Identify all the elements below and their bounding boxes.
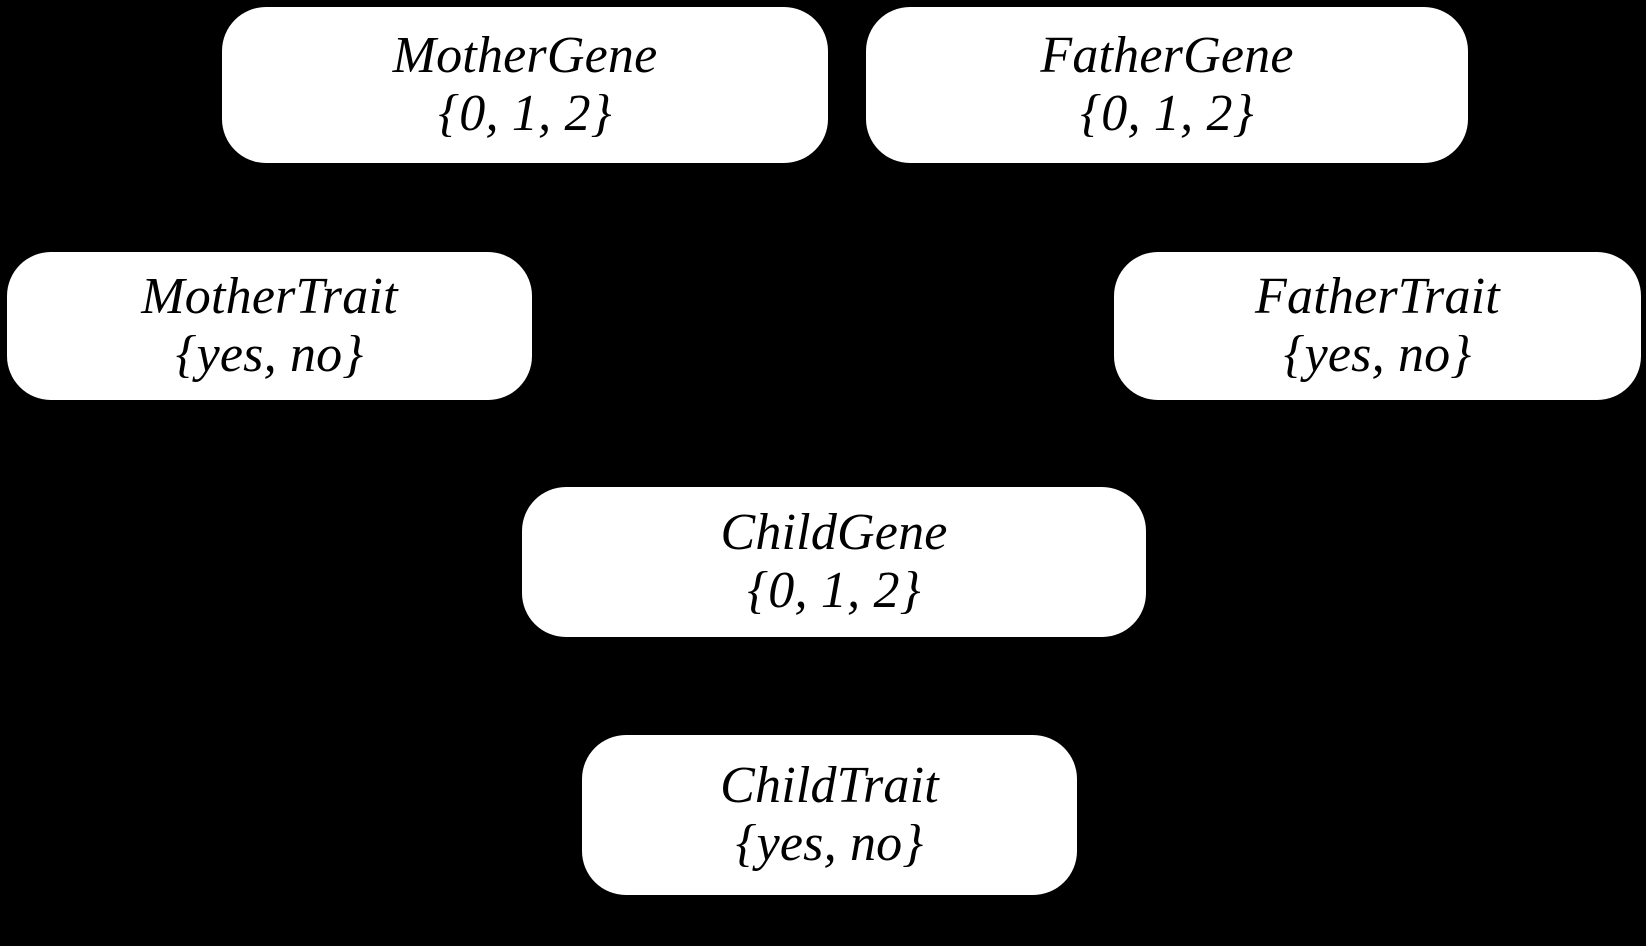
node-child-gene-domain: {0, 1, 2} (747, 562, 921, 619)
node-father-trait[interactable]: FatherTrait {yes, no} (1114, 252, 1641, 400)
node-mother-gene-domain: {0, 1, 2} (438, 85, 612, 142)
node-father-gene-title: FatherGene (1040, 26, 1294, 84)
node-child-trait-title: ChildTrait (720, 756, 939, 814)
node-father-gene[interactable]: FatherGene {0, 1, 2} (866, 7, 1468, 163)
node-mother-trait-domain: {yes, no} (175, 326, 364, 383)
node-father-trait-title: FatherTrait (1255, 267, 1500, 325)
node-child-gene-title: ChildGene (720, 503, 948, 561)
node-mother-gene-title: MotherGene (392, 26, 658, 84)
node-child-trait[interactable]: ChildTrait {yes, no} (582, 735, 1077, 895)
node-father-gene-domain: {0, 1, 2} (1080, 85, 1254, 142)
node-child-gene[interactable]: ChildGene {0, 1, 2} (522, 487, 1146, 637)
node-child-trait-domain: {yes, no} (735, 815, 924, 872)
node-mother-trait-title: MotherTrait (141, 267, 398, 325)
node-mother-gene[interactable]: MotherGene {0, 1, 2} (222, 7, 828, 163)
node-mother-trait[interactable]: MotherTrait {yes, no} (7, 252, 532, 400)
node-father-trait-domain: {yes, no} (1283, 326, 1472, 383)
